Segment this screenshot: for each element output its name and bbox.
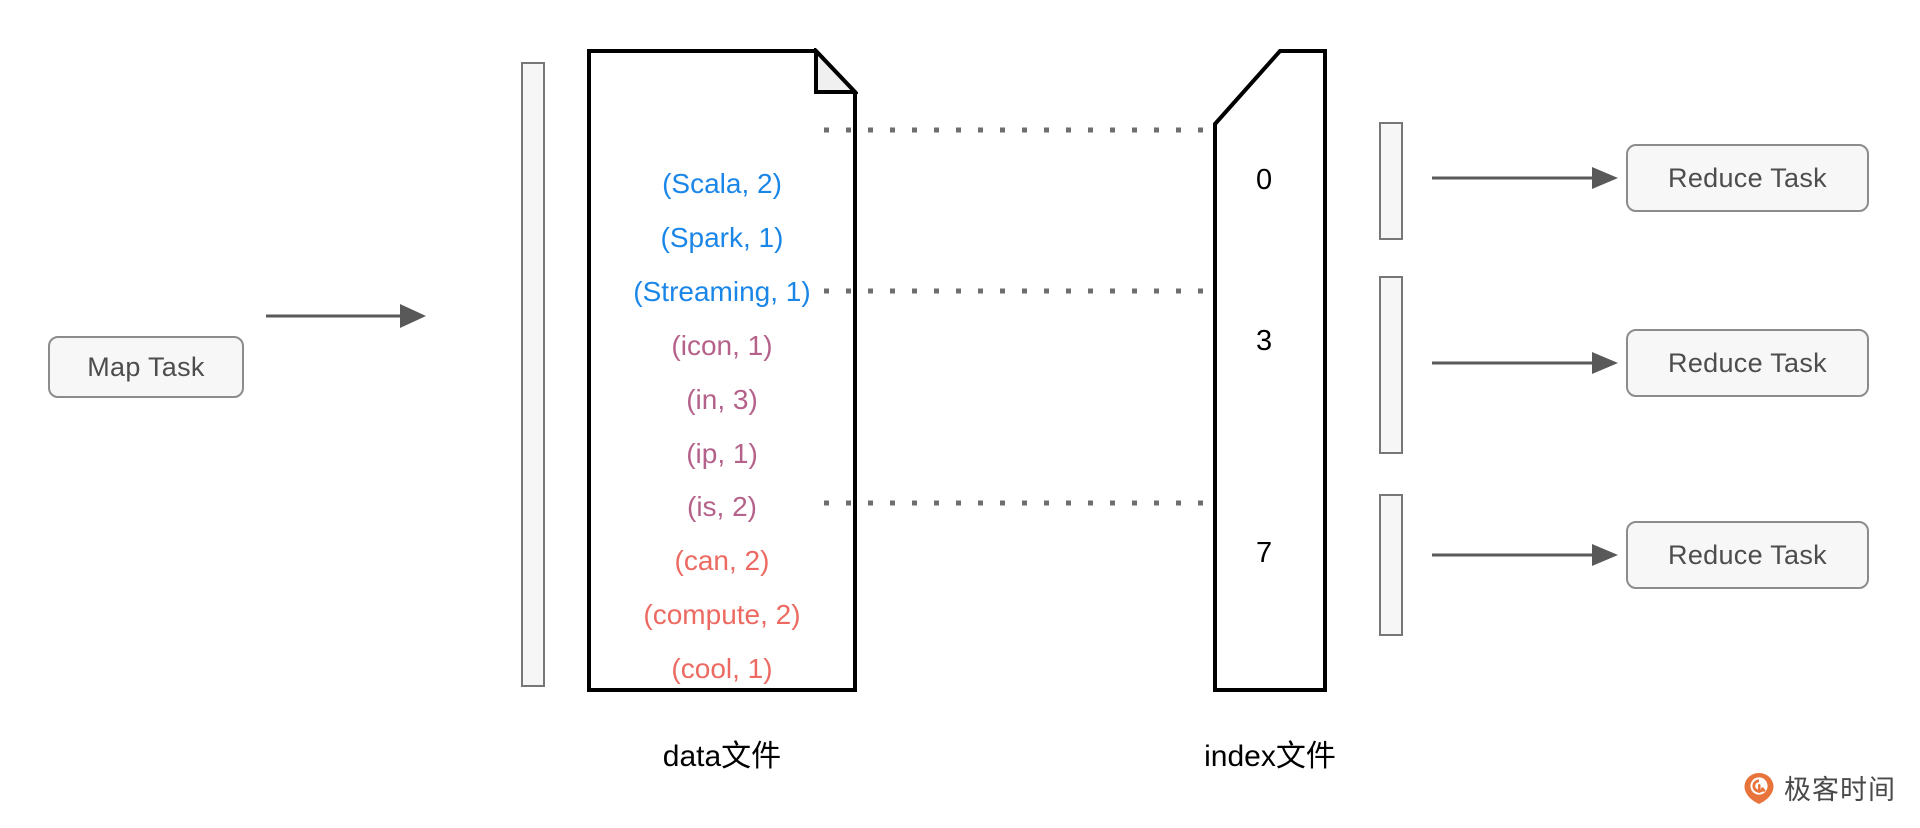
dotted-connector-0 [824, 127, 1244, 133]
data-file-shape: (Scala, 2) (Spark, 1) (Streaming, 1) (ic… [586, 48, 858, 693]
map-output-bar [521, 62, 545, 687]
reduce-task-label: Reduce Task [1668, 539, 1827, 570]
partition-bar-3 [1379, 494, 1403, 636]
watermark-text: 极客时间 [1784, 775, 1896, 805]
reduce-task-box-2[interactable]: Reduce Task [1626, 329, 1869, 397]
index-file-shape: 0 3 7 [1212, 48, 1328, 693]
dotted-connector-7 [824, 500, 1244, 506]
geekbang-logo-icon [1744, 772, 1774, 804]
index-file-caption: index文件 [1204, 740, 1336, 773]
map-task-box[interactable]: Map Task [48, 336, 244, 398]
arrow-to-reduce-1 [1432, 167, 1618, 189]
watermark: 极客时间 [1742, 768, 1896, 807]
partition-bar-1 [1379, 122, 1403, 240]
index-offset: 7 [1256, 537, 1273, 569]
index-offset: 0 [1256, 164, 1273, 196]
arrow-to-reduce-3 [1432, 544, 1618, 566]
data-file-caption: data文件 [662, 740, 782, 773]
reduce-task-label: Reduce Task [1668, 347, 1827, 378]
arrow-map-to-data [266, 304, 426, 328]
reduce-task-box-3[interactable]: Reduce Task [1626, 521, 1869, 589]
arrow-to-reduce-2 [1432, 352, 1618, 374]
partition-bar-2 [1379, 276, 1403, 454]
dotted-connector-3 [824, 288, 1244, 294]
reduce-task-box-1[interactable]: Reduce Task [1626, 144, 1869, 212]
map-task-label: Map Task [87, 351, 205, 382]
index-offset: 3 [1256, 325, 1273, 357]
reduce-task-label: Reduce Task [1668, 162, 1827, 193]
